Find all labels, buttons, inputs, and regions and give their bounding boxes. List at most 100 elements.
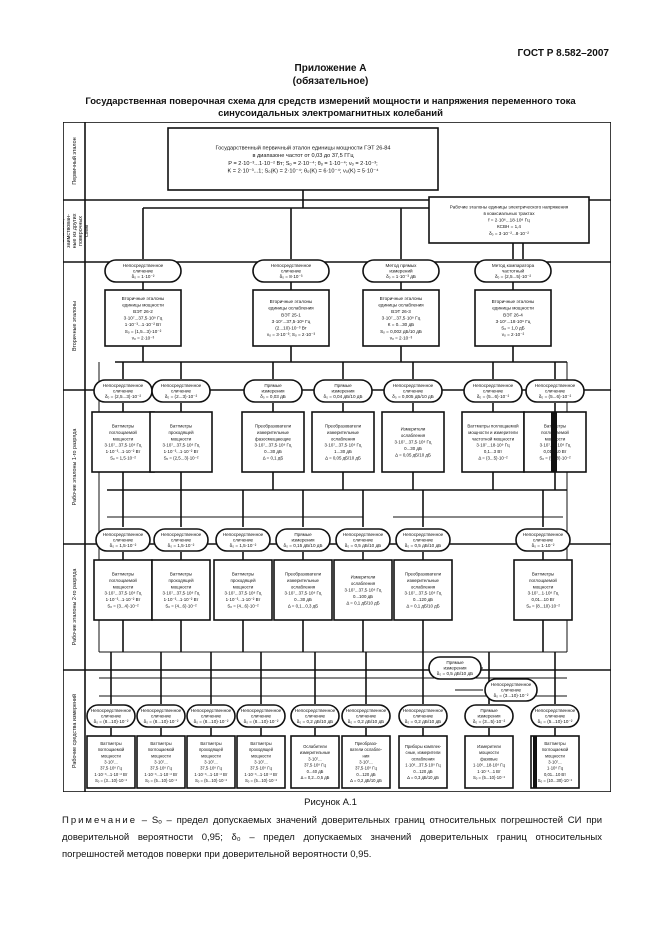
working-standard-1st: Преобразователиизмерительныефазосмещающи… bbox=[241, 411, 305, 473]
method-text-line1: Прямые bbox=[446, 660, 464, 665]
node-text-line: 3·10⁷...37,5·10⁹ Гц bbox=[163, 443, 200, 448]
method-text-line2: измерения bbox=[331, 389, 355, 394]
node-text-line: 0...120 дБ bbox=[413, 597, 433, 602]
node-text: Приборы комплек-сные, измерителиослаблен… bbox=[405, 744, 442, 780]
method-text-line2: сличение bbox=[171, 538, 192, 543]
node-text-line: Δ = 0,05 дБ/10 дБ bbox=[395, 452, 431, 457]
method-text-line2: сличение bbox=[113, 538, 134, 543]
method-text-line3: δ₀ = (8...10)·10⁻² bbox=[94, 719, 129, 724]
secondary-standard-frame bbox=[362, 289, 440, 347]
node-text-line: мощности и измерители bbox=[468, 430, 518, 435]
node-text-line: измерительные bbox=[257, 430, 290, 435]
node-text: Ваттметрыпоглощаемоймощности3·10⁷...37,5… bbox=[105, 424, 142, 461]
node-text-line: 37,5·10⁹ Гц bbox=[200, 766, 222, 771]
method-text-line3: δ₀ = (2,5...5)·10⁻² bbox=[495, 274, 532, 279]
node-text-line: Δ = 0,1 дБ/10 дБ bbox=[406, 604, 439, 609]
method-text-line1: Непосредственное bbox=[473, 383, 514, 388]
level-label-line: Первичный эталон bbox=[71, 137, 78, 184]
method-text-line2: сличение bbox=[545, 389, 566, 394]
node-text: Преобразователиизмерительныефазосмещающи… bbox=[255, 424, 292, 461]
method-row2-frame bbox=[151, 379, 211, 403]
node-text-line: 37,5·10⁹ Гц bbox=[100, 766, 122, 771]
node-text-line: 1·10⁻³...1·10⁻² Вт bbox=[144, 772, 177, 777]
node-text-line: 0...30 дБ bbox=[294, 597, 312, 602]
method-row3-frame bbox=[215, 528, 271, 552]
node-text-line: 0...120 дБ bbox=[413, 769, 432, 774]
node-text-line: мощности bbox=[479, 750, 499, 755]
node-text-line: 0...40 дБ bbox=[307, 769, 324, 774]
node-text: Государственный первичный эталон единицы… bbox=[216, 145, 391, 175]
method-text-line1: Непосредственное bbox=[346, 708, 387, 713]
working-standard-1st: Ваттметрыпроходящеймощности3·10⁷...37,5·… bbox=[149, 411, 213, 473]
method-text-line3: δ₀ = 0,2 дБ/10 дБ bbox=[348, 719, 384, 724]
level-label-line: схем bbox=[84, 225, 90, 237]
node-text: Ваттметрыпроходящеймощности3·10⁷...37,5·… bbox=[225, 572, 262, 609]
node-text-line: единицы мощности bbox=[122, 302, 164, 307]
method-text-line2: измерения bbox=[443, 666, 467, 671]
node-text-line: Sₒ = 1,5·10⁻² bbox=[110, 456, 136, 461]
method-row1-frame bbox=[104, 259, 182, 283]
grade1-drop bbox=[122, 472, 556, 490]
method-text-line3: δ₀ = (8...10)·10⁻² bbox=[144, 719, 179, 724]
method-text-line1: Прямые bbox=[334, 383, 352, 388]
node-text-line: поглощаемой bbox=[529, 578, 557, 583]
node-text-line: 1·10⁹ Гц bbox=[547, 766, 564, 771]
working-instrument-frame bbox=[290, 735, 340, 789]
secondary-standard-frame bbox=[104, 289, 182, 347]
method-text-line2: измерения bbox=[477, 714, 501, 719]
node-text-line: Ваттметры bbox=[100, 741, 121, 746]
secondary-drop bbox=[142, 346, 514, 362]
marker-bar bbox=[533, 736, 537, 788]
node-text-line: 3·10⁷...37,5·10⁹ Гц bbox=[105, 443, 142, 448]
working-standard-1st-frame bbox=[149, 411, 213, 473]
node-text-line: поглощаемой bbox=[542, 747, 569, 752]
note-lead: Примечание bbox=[62, 815, 137, 826]
node-text-line: 3·10⁷...37,5·10⁹ Гц bbox=[345, 588, 382, 593]
method-text-line2: сличение bbox=[305, 714, 326, 719]
method-text-line1: Непосредственное bbox=[535, 708, 576, 713]
working-instrument: Преобразо-ватели ослабле-ния3·10⁷...37,5… bbox=[341, 735, 391, 789]
node-text: Ваттметрыпоглощаемоймощности3·10⁷...1·10… bbox=[538, 741, 573, 783]
node-text-line: Δ = 0,2 дБ/10 дБ bbox=[350, 778, 382, 783]
working-standard-2nd: Преобразователиизмерительныеослабления3·… bbox=[393, 559, 453, 621]
node-text-line: Sₒ = (10...30)·10⁻² bbox=[538, 778, 573, 783]
standard-number: ГОСТ Р 8.582–2007 bbox=[517, 48, 609, 59]
level-label: Первичный эталонПервичный эталон bbox=[71, 137, 78, 184]
node-text-line: 0...120 дБ bbox=[356, 772, 375, 777]
appendix-subtitle: (обязательное) bbox=[292, 76, 369, 87]
method-text-line1: Непосредственное bbox=[343, 532, 384, 537]
working-standard-2nd-frame bbox=[273, 559, 333, 621]
node-text-line: проходящей bbox=[168, 430, 194, 435]
method-row4-frame bbox=[341, 704, 391, 728]
method-text-line2: измерений bbox=[389, 268, 413, 274]
node-text-line: Измерители bbox=[401, 427, 426, 432]
row3-drop bbox=[122, 490, 544, 527]
scheme-title-line2: синусоидальных электромагнитных колебани… bbox=[218, 108, 443, 119]
node-text-line: Ваттметры bbox=[232, 572, 254, 577]
method-text-line2: сличение bbox=[233, 538, 254, 543]
method-text-line2: измерения bbox=[291, 538, 315, 543]
node-text-line: Вторичные эталоны bbox=[270, 299, 313, 304]
scheme-title: Государственная поверочная схема для сре… bbox=[40, 96, 621, 120]
node-text-line: Ваттметры bbox=[170, 424, 192, 429]
node-text-line: 3·10⁷...37,5·10⁹ Гц bbox=[395, 440, 432, 445]
working-instrument-frame bbox=[464, 735, 514, 789]
node-text-line: 0...30 дБ bbox=[264, 449, 282, 454]
node-text-line: мощности bbox=[113, 436, 134, 441]
method-row3-frame bbox=[95, 528, 151, 552]
method-text-line3: δ₀ = (2...3)·10⁻² bbox=[165, 394, 198, 399]
node-text-line: мощности bbox=[533, 584, 554, 589]
node-text-line: Преобразователи bbox=[405, 572, 442, 577]
node-text-line: 3·10⁷... bbox=[154, 759, 167, 764]
